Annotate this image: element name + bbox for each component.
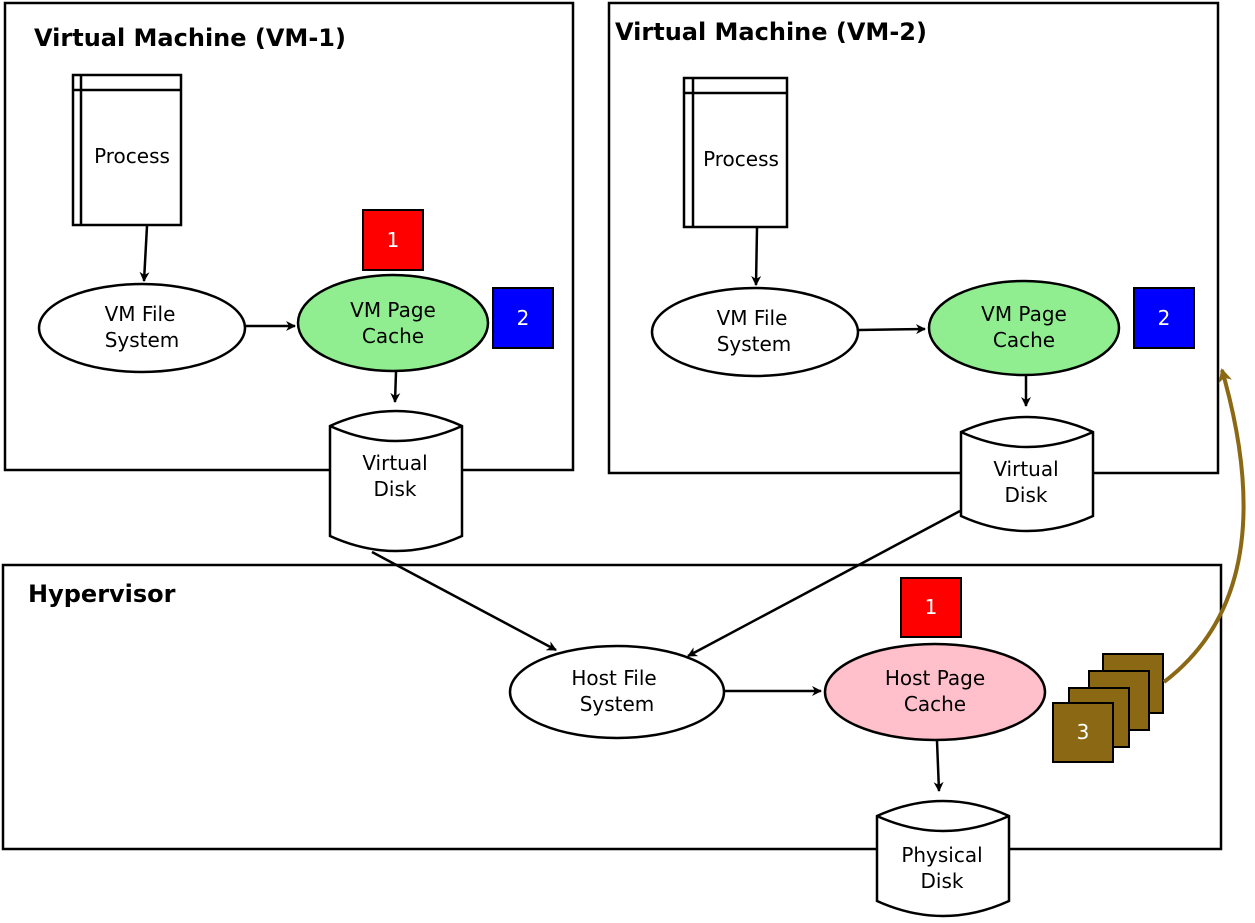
vm1-container: Virtual Machine (VM-1) Process VM File S… [3, 1, 575, 472]
stack-to-vm2-curved-arrow [1162, 368, 1246, 684]
vm2-virtual-disk: Virtual Disk [959, 415, 1095, 533]
vm2-process-to-fs-arrow [751, 227, 762, 286]
stack-page-1 [1052, 702, 1114, 763]
vm2-badge-2-label: 2 [1158, 306, 1171, 330]
hypervisor-container: Hypervisor Host File System Host Page Ca… [1, 563, 1223, 851]
vm1-fs-line1: VM File [105, 302, 176, 326]
vm1-process-label: Process [94, 144, 170, 168]
host-page-stack: 3 [1052, 653, 1164, 763]
vm1-virtual-disk: Virtual Disk [328, 409, 464, 553]
vm1-file-system: VM File System [37, 282, 247, 374]
stack-badge-label: 3 [1077, 720, 1090, 744]
vm2-file-system: VM File System [650, 286, 860, 378]
vm2-cache-line1: VM Page [981, 302, 1067, 326]
vm1-title: Virtual Machine (VM-1) [34, 24, 346, 52]
host-cache-line2: Cache [904, 692, 966, 716]
host-badge-1-label: 1 [925, 595, 938, 619]
physical-disk-line2: Disk [921, 869, 964, 893]
host-cache-to-disk-arrow [933, 740, 944, 792]
host-fs-line1: Host File [571, 666, 656, 690]
vm1-badge-1-label: 1 [387, 228, 400, 252]
vm2-disk-line1: Virtual [993, 457, 1058, 481]
host-cache-shape [823, 642, 1047, 742]
vm2-cache-shape [927, 279, 1121, 377]
vm2-title: Virtual Machine (VM-2) [615, 18, 927, 46]
vm1-disk-to-host-fs-arrow [371, 550, 557, 652]
vm1-disk-line1: Virtual [362, 451, 427, 475]
vm2-cache-line2: Cache [993, 328, 1055, 352]
vm2-disk-to-host-fs-arrow [687, 509, 961, 658]
vm1-fs-line2: System [105, 328, 180, 352]
vm1-badge-2-label: 2 [517, 306, 530, 330]
physical-disk-line1: Physical [901, 843, 982, 867]
vm1-cache-shape [296, 273, 490, 373]
vm1-process-to-fs-arrow [139, 225, 150, 282]
vm1-cache-line1: VM Page [350, 298, 436, 322]
vm1-cache-line2: Cache [362, 324, 424, 348]
vm1-process: Process [71, 73, 183, 227]
host-page-cache: Host Page Cache [823, 642, 1047, 742]
vm1-page-cache: VM Page Cache [296, 273, 490, 373]
physical-disk: Physical Disk [875, 799, 1011, 918]
vm2-box [607, 1, 1220, 475]
vm2-disk-line2: Disk [1005, 483, 1048, 507]
vm2-badge-2: 2 [1133, 287, 1195, 349]
host-cache-line1: Host Page [885, 666, 985, 690]
vm2-process: Process [682, 76, 789, 229]
host-fs-line2: System [580, 692, 655, 716]
vm2-fs-line1: VM File [717, 306, 788, 330]
host-file-system: Host File System [508, 644, 726, 740]
vm2-fs-line2: System [717, 332, 792, 356]
vm1-cache-to-disk-arrow [390, 371, 401, 403]
host-badge-1: 1 [900, 577, 962, 638]
vm2-fs-to-cache-arrow [858, 324, 926, 335]
vm2-page-cache: VM Page Cache [927, 279, 1121, 377]
vm1-badge-2: 2 [492, 287, 554, 349]
vm2-container: Virtual Machine (VM-2) Process VM File S… [607, 1, 1220, 475]
vm2-process-label: Process [703, 147, 779, 171]
vm1-disk-line2: Disk [374, 477, 417, 501]
hypervisor-title: Hypervisor [28, 580, 176, 608]
vm1-badge-1: 1 [362, 209, 424, 271]
vm1-box [3, 1, 575, 472]
